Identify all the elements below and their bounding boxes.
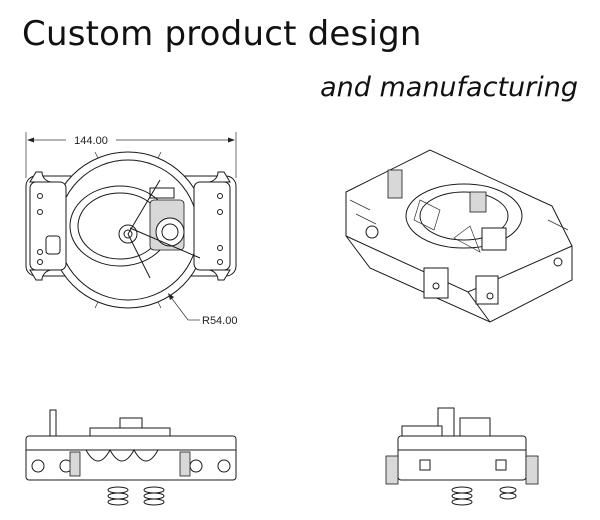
- isometric-view: [345, 149, 573, 323]
- front-view: [25, 409, 237, 506]
- page-title: Custom product design: [22, 14, 422, 54]
- side-view: [385, 407, 539, 506]
- top-view-body: [25, 151, 237, 309]
- radius-dimension: R54.00: [168, 293, 237, 327]
- width-dimension-label: 144.00: [74, 135, 108, 147]
- width-dimension: 144.00: [25, 132, 237, 178]
- radius-dimension-label: R54.00: [202, 315, 237, 327]
- page-subtitle: and manufacturing: [320, 72, 578, 103]
